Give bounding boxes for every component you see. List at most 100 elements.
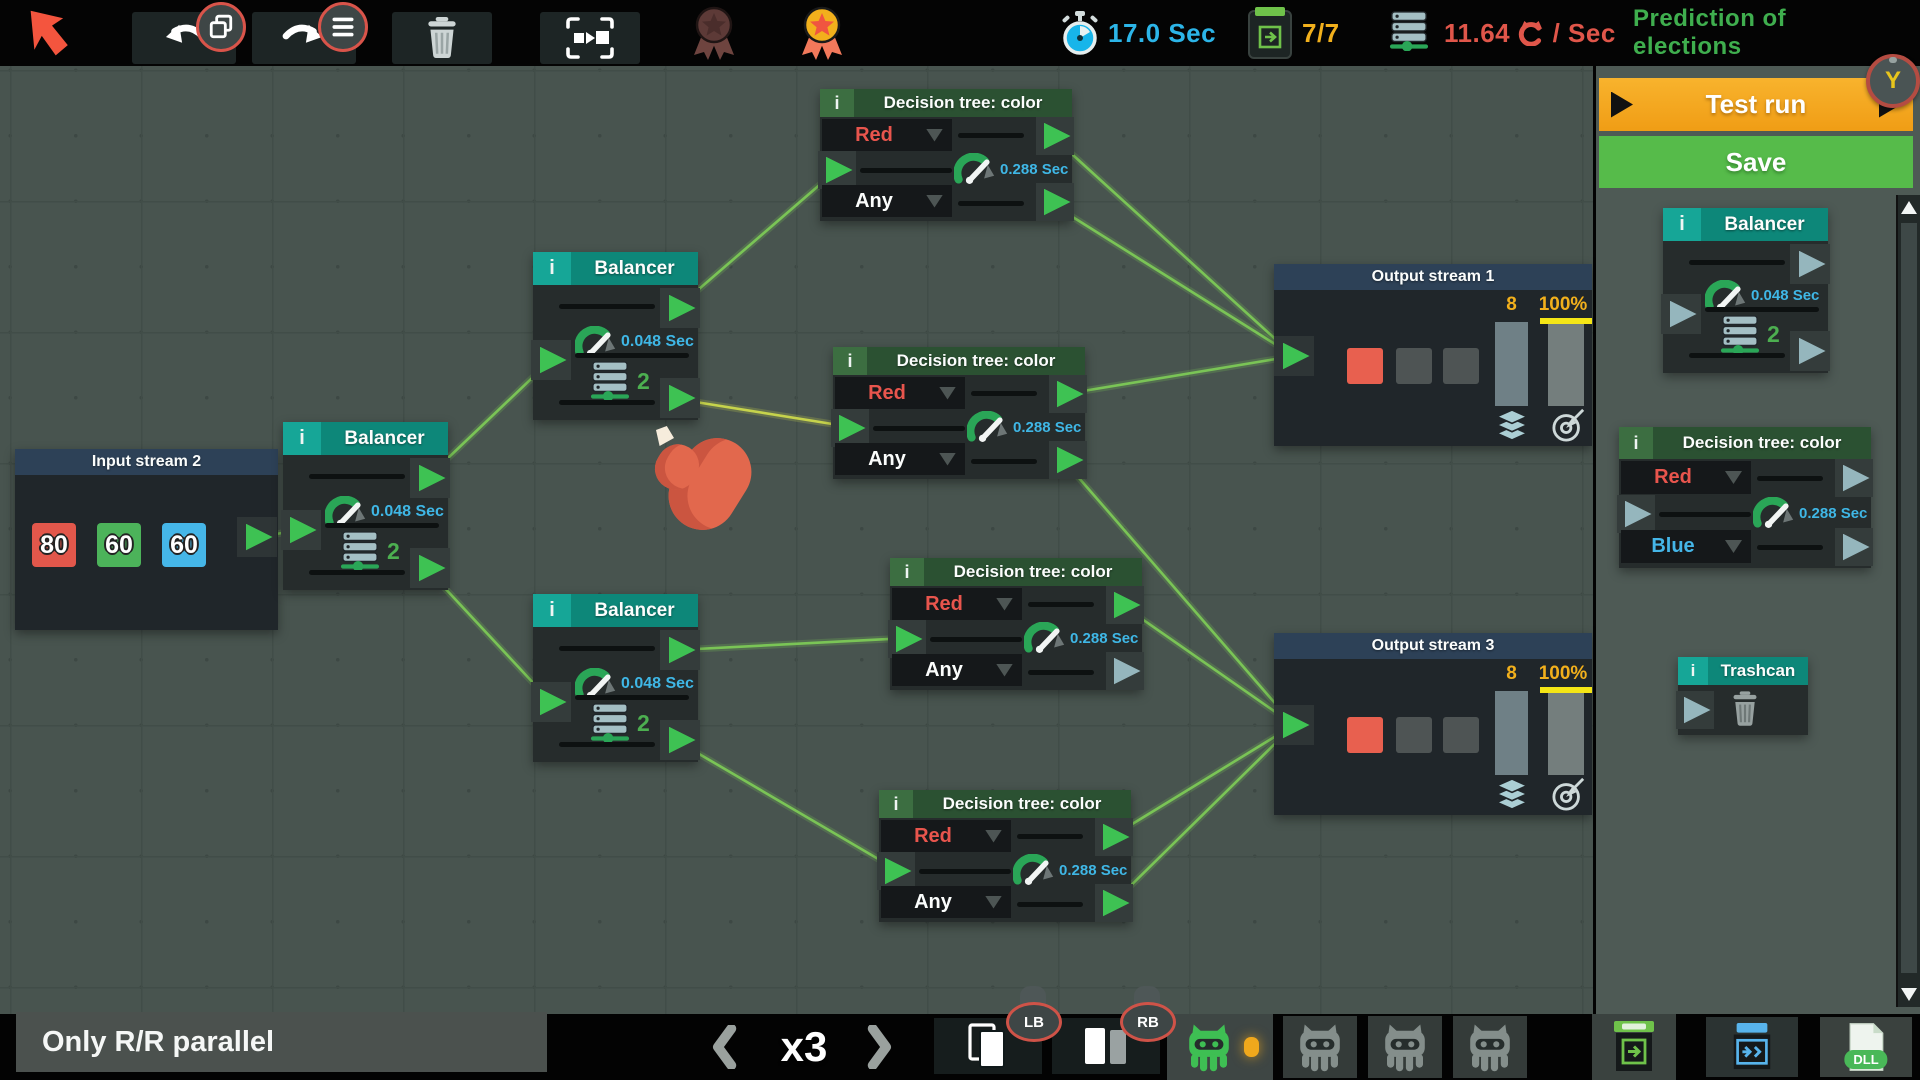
info-button[interactable]: i [1678,657,1708,685]
output-port[interactable] [660,630,700,670]
output-port[interactable] [1106,586,1144,624]
info-button[interactable]: i [1663,208,1701,241]
layers-icon[interactable] [1495,410,1529,440]
node-title: Trashcan [1708,657,1808,685]
exit-level-button[interactable] [26,8,78,60]
input-port[interactable] [818,151,856,189]
input-port[interactable] [877,852,915,890]
info-button[interactable]: i [1619,427,1653,459]
tab-cat[interactable] [1368,1016,1442,1078]
speed-multiplier[interactable]: x3 [780,1023,828,1070]
layers-icon[interactable] [1495,779,1529,809]
color-dropdown[interactable]: Any [835,443,965,475]
color-dropdown[interactable]: Blue [1621,530,1751,563]
delete-button[interactable] [392,12,492,64]
color-dropdown[interactable]: Red [1621,461,1751,494]
info-button[interactable]: i [533,594,571,627]
scrollbar-thumb[interactable] [1901,223,1917,973]
tab-schema-active[interactable] [1592,1014,1676,1080]
output-port[interactable] [237,517,277,557]
info-button[interactable]: i [890,558,924,586]
prev-page-button[interactable] [706,1025,742,1069]
top-bar: 17.0 Sec 7/7 11.64 / Sec Prediction of e… [0,0,1920,66]
test-run-button[interactable]: Test run [1599,78,1913,131]
output-port[interactable] [1049,441,1087,479]
info-button[interactable]: i [820,89,854,117]
goal-icon[interactable] [1550,408,1588,442]
speed-value: 0.048 Sec [621,333,694,350]
input-port[interactable] [531,340,571,380]
color-dropdown[interactable]: Any [822,185,952,217]
goal-icon[interactable] [1550,777,1588,811]
input-port[interactable] [888,620,926,658]
output-port[interactable] [660,288,700,328]
cat-coin-icon [1518,20,1545,46]
pages-icon [966,1023,1010,1069]
node-title: Balancer [1701,208,1828,241]
speed-value: 0.288 Sec [1059,862,1128,879]
next-page-button[interactable] [862,1025,898,1069]
select-tool-button[interactable] [540,12,640,64]
tab-cat-active[interactable] [1167,1014,1273,1080]
scroll-down-icon[interactable] [1901,988,1917,1001]
color-dropdown[interactable]: Red [892,588,1022,620]
output-port[interactable] [1036,183,1074,221]
panel-scrollbar[interactable] [1896,195,1920,1007]
tab-cat[interactable] [1283,1016,1357,1078]
info-button[interactable]: i [283,422,321,455]
progress-topline [1540,687,1592,693]
save-button[interactable]: Save [1599,136,1913,188]
input-port[interactable] [281,510,321,550]
tab-cat[interactable] [1453,1016,1527,1078]
input-port[interactable] [531,682,571,722]
output-port[interactable] [1095,884,1133,922]
node-title: Decision tree: color [1653,427,1871,459]
input-port[interactable] [1274,705,1314,745]
color-dropdown[interactable]: Any [892,654,1022,686]
output-stream-node[interactable]: Output stream 3 8 100% [1274,633,1592,815]
output-port[interactable] [1036,117,1074,155]
color-dropdown[interactable]: Any [881,886,1011,918]
input-stream-node[interactable]: Input stream 2 80 60 60 [15,449,278,630]
output-port[interactable] [1106,652,1144,690]
pages-split-button[interactable] [1052,1018,1160,1074]
output-port[interactable] [660,378,700,418]
chevron-down-icon [985,895,1002,909]
output-port[interactable] [410,458,450,498]
info-button[interactable]: i [879,790,913,818]
cat-icon [1182,1020,1236,1074]
port-triangle [245,523,273,551]
info-button[interactable]: i [833,347,867,375]
output-port [1835,459,1873,497]
input-port[interactable] [831,409,869,447]
tab-schema-fast[interactable] [1706,1017,1798,1077]
color-dropdown[interactable]: Red [822,119,952,151]
info-button[interactable]: i [533,252,571,285]
levels-card-icon [1247,7,1293,59]
dll-label: DLL [1844,1050,1888,1069]
color-dropdown[interactable]: Red [835,377,965,409]
packet-red: 80 [32,523,76,567]
color-dropdown[interactable]: Red [881,820,1011,852]
output-port[interactable] [410,548,450,588]
cat-icon [1293,1020,1347,1074]
servers-icon [589,703,631,743]
scroll-up-icon[interactable] [1901,201,1917,214]
input-port[interactable] [1274,336,1314,376]
output-port[interactable] [660,720,700,760]
output-port[interactable] [1095,818,1133,856]
output-stream-node[interactable]: Output stream 1 8 100% [1274,264,1592,446]
output-port[interactable] [1049,375,1087,413]
tab-dll[interactable]: DLL [1820,1017,1912,1077]
